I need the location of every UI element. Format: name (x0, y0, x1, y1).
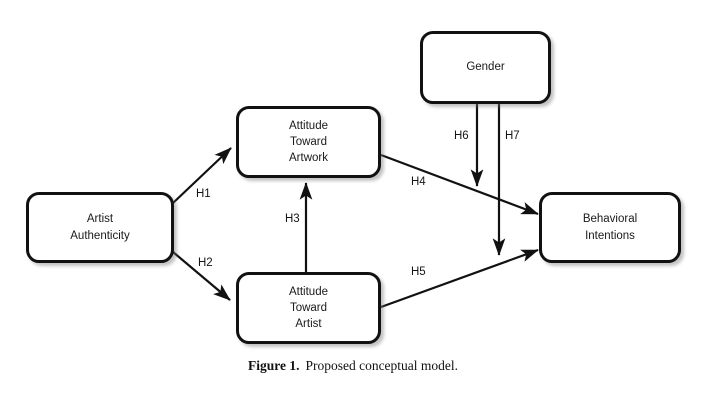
edge-label-h2: H2 (198, 257, 213, 269)
edge-label-h5: H5 (411, 266, 426, 278)
node-attitude-toward-artwork[interactable]: Attitude Toward Artwork (236, 106, 381, 178)
node-behavioral-intentions-line1: Behavioral (582, 213, 638, 226)
node-artist-authenticity-line1: Artist (86, 213, 114, 226)
figure-caption: Figure 1. Proposed conceptual model. (0, 358, 706, 374)
edge-label-h4: H4 (411, 176, 426, 188)
edge-label-h6: H6 (454, 130, 469, 142)
node-attitude-toward-artist[interactable]: Attitude Toward Artist (236, 272, 381, 344)
node-attitude-toward-artwork-line3: Artwork (289, 152, 328, 165)
node-gender-line1: Gender (466, 61, 505, 74)
node-gender[interactable]: Gender (420, 31, 551, 104)
edge-label-h7: H7 (505, 130, 520, 142)
node-attitude-toward-artist-line2: Toward (289, 301, 328, 314)
edge-h4-arrow (380, 153, 539, 216)
edge-h2-arrow (172, 251, 231, 301)
figure-caption-label: Figure 1. (247, 358, 300, 373)
edge-label-h1: H1 (196, 188, 211, 200)
node-artist-authenticity-line2: Authenticity (70, 229, 130, 242)
node-attitude-toward-artwork-line1: Attitude (289, 119, 328, 132)
edge-label-h3: H3 (285, 213, 300, 225)
node-attitude-toward-artist-line3: Artist (295, 318, 322, 331)
node-attitude-toward-artist-line1: Attitude (289, 285, 328, 298)
figure-caption-text: Proposed conceptual model. (305, 358, 459, 373)
edge-h1-arrow (172, 147, 232, 204)
node-attitude-toward-artwork-line2: Toward (289, 135, 328, 148)
node-artist-authenticity[interactable]: Artist Authenticity (26, 192, 174, 263)
node-behavioral-intentions-line2: Intentions (585, 229, 635, 242)
node-behavioral-intentions[interactable]: Behavioral Intentions (539, 192, 681, 263)
edge-h5-arrow (380, 248, 539, 309)
